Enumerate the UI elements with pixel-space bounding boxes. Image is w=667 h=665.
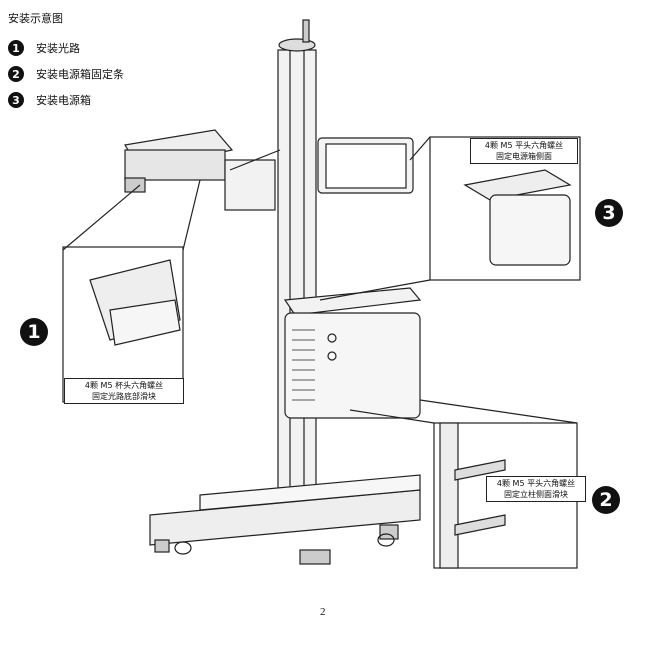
step-number: 1 xyxy=(8,40,24,56)
callout-number-3: 3 xyxy=(595,199,623,227)
callout-note-optical: 4颗 M5 杯头六角螺丝 固定光路底部滑块 xyxy=(64,378,184,404)
step-label: 安装光路 xyxy=(36,42,80,55)
step-number: 2 xyxy=(8,66,24,82)
note-line: 固定光路底部滑块 xyxy=(92,392,156,401)
callout-note-strip: 4颗 M5 平头六角螺丝 固定立柱侧面滑块 xyxy=(486,476,586,502)
callout-number-2: 2 xyxy=(592,486,620,514)
diagram-title: 安装示意图 xyxy=(8,12,63,25)
page-number: 2 xyxy=(320,606,326,618)
note-line: 固定立柱侧面滑块 xyxy=(504,490,568,499)
callout-number-1: 1 xyxy=(20,318,48,346)
note-line: 固定电源箱侧面 xyxy=(496,152,552,161)
note-line: 4颗 M5 杯头六角螺丝 xyxy=(84,381,164,390)
step-2: 2 安装电源箱固定条 xyxy=(8,66,124,82)
step-3: 3 安装电源箱 xyxy=(8,92,91,108)
step-label: 安装电源箱固定条 xyxy=(36,68,124,81)
note-line: 4颗 M5 平头六角螺丝 xyxy=(496,479,576,488)
step-1: 1 安装光路 xyxy=(8,40,80,56)
step-number: 3 xyxy=(8,92,24,108)
step-label: 安装电源箱 xyxy=(36,94,91,107)
callout-note-box: 4颗 M5 平头六角螺丝 固定电源箱侧面 xyxy=(470,138,578,164)
note-line: 4颗 M5 平头六角螺丝 xyxy=(484,141,564,150)
